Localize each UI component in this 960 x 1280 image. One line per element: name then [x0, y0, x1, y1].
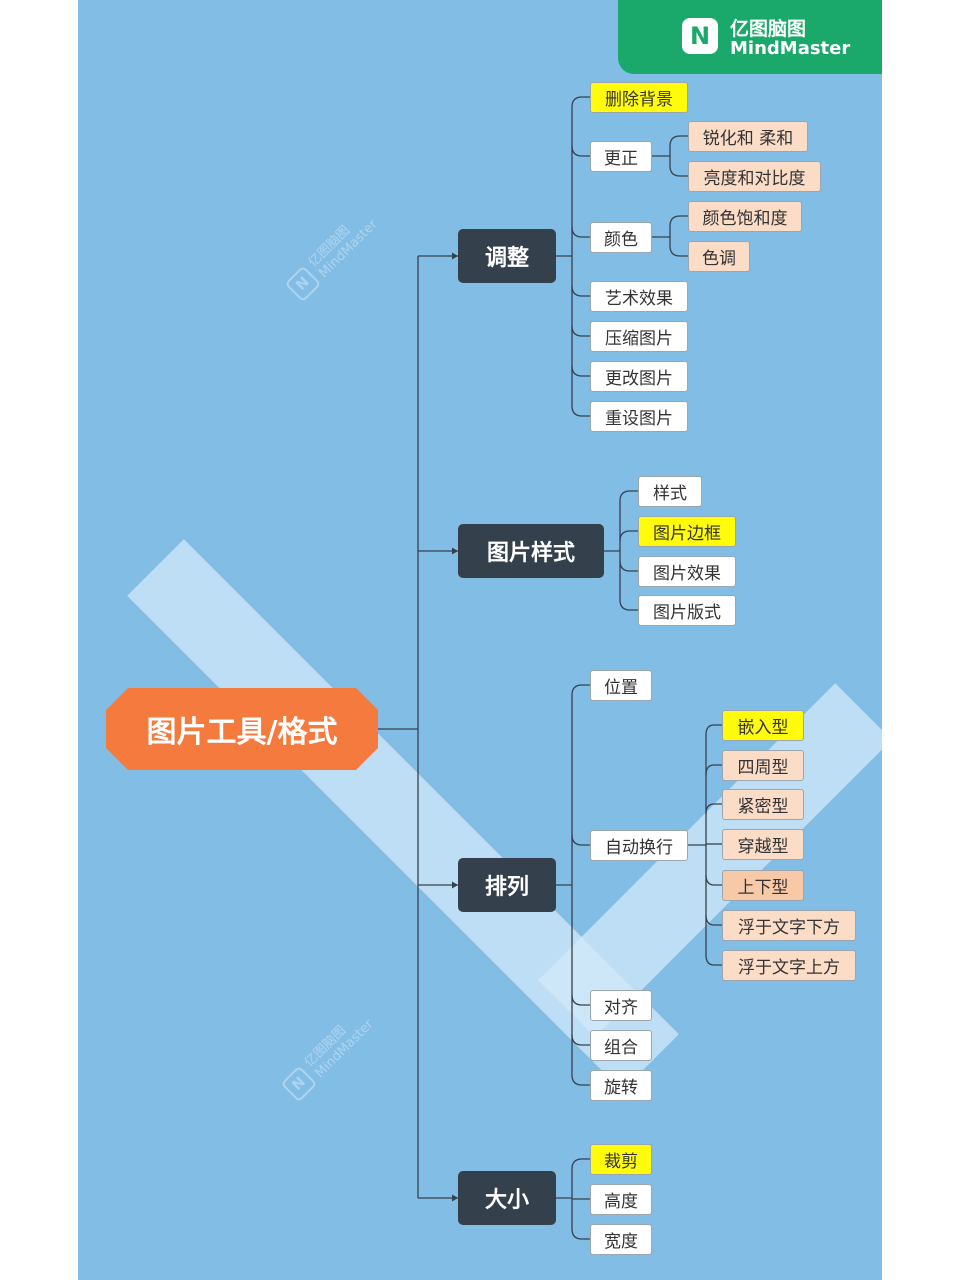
root-topic[interactable]: 图片工具/格式: [106, 688, 378, 770]
subtopic-corrections[interactable]: 更正: [590, 141, 652, 172]
topic-size[interactable]: 大小: [458, 1171, 556, 1225]
subtopic-square[interactable]: 四周型: [722, 750, 804, 781]
brand-name-en: MindMaster: [730, 38, 851, 59]
subtopic-picture-border[interactable]: 图片边框: [638, 516, 736, 547]
subtopic-crop[interactable]: 裁剪: [590, 1144, 652, 1175]
subtopic-remove-background[interactable]: 删除背景: [590, 82, 688, 113]
subtopic-color[interactable]: 颜色: [590, 222, 652, 253]
topic-arrange[interactable]: 排列: [458, 858, 556, 912]
subtopic-in-front-of-text[interactable]: 浮于文字上方: [722, 950, 856, 981]
subtopic-rotate[interactable]: 旋转: [590, 1070, 652, 1101]
subtopic-tight[interactable]: 紧密型: [722, 789, 804, 820]
mindmaster-brand-badge: N 亿图脑图 MindMaster: [618, 0, 882, 74]
subtopic-wrap-text[interactable]: 自动换行: [590, 830, 688, 861]
subtopic-sharpen-soften[interactable]: 锐化和 柔和: [688, 121, 808, 152]
subtopic-height[interactable]: 高度: [590, 1184, 652, 1215]
mindmaster-logo-icon: N: [682, 18, 718, 54]
subtopic-behind-text[interactable]: 浮于文字下方: [722, 910, 856, 941]
subtopic-group[interactable]: 组合: [590, 1030, 652, 1061]
subtopic-compress-pictures[interactable]: 压缩图片: [590, 321, 688, 352]
topic-picture-styles[interactable]: 图片样式: [458, 524, 604, 578]
subtopic-position[interactable]: 位置: [590, 670, 652, 701]
subtopic-picture-effects[interactable]: 图片效果: [638, 556, 736, 587]
subtopic-artistic-effects[interactable]: 艺术效果: [590, 281, 688, 312]
brand-name-cn: 亿图脑图: [730, 18, 807, 40]
subtopic-change-picture[interactable]: 更改图片: [590, 361, 688, 392]
subtopic-brightness-contrast[interactable]: 亮度和对比度: [688, 161, 821, 192]
topic-adjust[interactable]: 调整: [458, 229, 556, 283]
subtopic-styles[interactable]: 样式: [638, 476, 702, 507]
subtopic-top-bottom[interactable]: 上下型: [722, 870, 804, 901]
subtopic-picture-layout[interactable]: 图片版式: [638, 595, 736, 626]
subtopic-reset-picture[interactable]: 重设图片: [590, 401, 688, 432]
subtopic-align[interactable]: 对齐: [590, 990, 652, 1021]
subtopic-width[interactable]: 宽度: [590, 1224, 652, 1255]
subtopic-inline[interactable]: 嵌入型: [722, 710, 804, 741]
subtopic-through[interactable]: 穿越型: [722, 829, 804, 860]
subtopic-color-tone[interactable]: 色调: [688, 241, 750, 272]
subtopic-color-saturation[interactable]: 颜色饱和度: [688, 201, 802, 232]
